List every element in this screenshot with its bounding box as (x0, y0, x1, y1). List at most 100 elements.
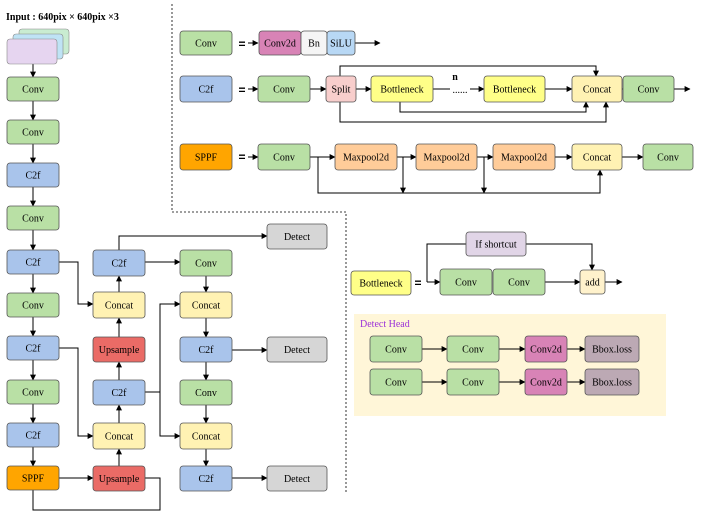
head-row1-conv-2: Conv (446, 335, 500, 363)
def-c2f: C2f (179, 75, 233, 103)
def-bottleneck-1: Bottleneck (370, 75, 434, 103)
detect-top-label: Detect (284, 232, 310, 243)
head-row2-conv2d-box (524, 368, 568, 396)
def-bottleneck-2: Bottleneck (483, 75, 546, 103)
head-conv-mid: Conv (179, 379, 233, 406)
def-bn-conv-1-box (439, 268, 493, 296)
head-row1-conv-1-label: Conv (385, 345, 407, 356)
backbone-c2f-7: C2f (6, 335, 60, 361)
neck-upsample-bottom-box (92, 465, 146, 492)
neck-concat-top-label: Concat (105, 301, 134, 312)
backbone-c2f-5-label: C2f (26, 258, 42, 269)
flow-c2f4-concat (59, 261, 94, 307)
def-c2f-conv-out-label: Conv (638, 85, 660, 96)
backbone-conv-6-label: Conv (22, 301, 44, 312)
def-c2f-concat: Concat (571, 75, 623, 103)
detect-bottom: Detect (266, 465, 328, 492)
head-concat-top: Concat (179, 291, 233, 319)
backbone-conv-4: Conv (6, 205, 60, 231)
head-concat-bottom-label: Concat (192, 432, 221, 443)
head-conv-mid-label: Conv (195, 388, 217, 399)
head-conv-mid-box (179, 379, 233, 406)
def-bottleneck-1-box (370, 75, 434, 103)
neck-concat-top-box (92, 291, 146, 319)
def-bn: Bn (300, 30, 328, 56)
backbone-conv-1-label: Conv (22, 85, 44, 96)
def-sppf-concat: Concat (571, 143, 623, 171)
def-bn-conv-1-label: Conv (455, 278, 477, 289)
neck-concat-bottom-box (92, 422, 146, 450)
backbone-conv-8-box (6, 379, 60, 405)
head-concat-top-box (179, 291, 233, 319)
head-row1-conv2d: Conv2d (524, 335, 568, 363)
neck-c2f-mid-box (92, 379, 146, 406)
detect-mid: Detect (266, 336, 328, 363)
flow-c2f-top-detect (118, 233, 268, 250)
def-bn-conv-2: Conv (492, 268, 546, 296)
head-row2-conv2d-label: Conv2d (530, 378, 562, 389)
def-sppf-conv-out-label: Conv (657, 153, 679, 164)
detect-head-panel (354, 314, 666, 416)
backbone-conv-8-label: Conv (22, 388, 44, 399)
def-maxpool-1-box (334, 143, 398, 171)
backbone-c2f-9: C2f (6, 422, 60, 448)
def-c2f-conv-out-box (622, 75, 675, 103)
backbone-sppf-10-box (6, 465, 60, 491)
def-c2f-equals: = (238, 83, 245, 97)
def-shortcut: If shortcut (465, 231, 527, 257)
head-concat-bottom: Concat (179, 422, 233, 450)
backbone-conv-1-box (6, 76, 60, 102)
head-row2-bbox-box (584, 368, 640, 396)
def-c2f-conv-label: Conv (273, 85, 295, 96)
def-sppf-conv-box (257, 143, 311, 171)
head-row2-conv-2-box (446, 368, 500, 396)
def-silu-box (326, 30, 356, 56)
def-maxpool-3-box (492, 143, 556, 171)
def-bn-conv-2-box (492, 268, 546, 296)
head-row1-conv2d-box (524, 335, 568, 363)
def-silu-label: SiLU (330, 39, 352, 50)
detect-head-title: Detect Head (360, 319, 410, 330)
head-c2f-mid-box (179, 336, 233, 363)
backbone-c2f-7-box (6, 335, 60, 361)
def-sppf: SPPF (179, 143, 233, 171)
def-split-label: Split (332, 85, 351, 96)
def-c2f-conv: Conv (257, 75, 311, 103)
def-maxpool-1: Maxpool2d (334, 143, 398, 171)
c2f-split-top (339, 65, 599, 77)
def-bn-conv-1: Conv (439, 268, 493, 296)
head-conv-top-label: Conv (195, 259, 217, 270)
def-silu: SiLU (326, 30, 356, 56)
head-row1-bbox-box (584, 335, 640, 363)
head-row1-bbox-label: Bbox.loss (592, 345, 632, 356)
def-c2f-concat-box (571, 75, 623, 103)
def-sppf-conv-out-box (642, 143, 694, 171)
def-sppf-concat-box (571, 143, 623, 171)
detect-bottom-box (266, 465, 328, 492)
backbone-conv-4-box (6, 205, 60, 231)
def-maxpool-2-label: Maxpool2d (423, 153, 469, 164)
backbone-c2f-5-box (6, 249, 60, 275)
def-bottleneck-2-box (483, 75, 546, 103)
neck-c2f-mid: C2f (92, 379, 146, 406)
head-row2-bbox: Bbox.loss (584, 368, 640, 396)
c2f-bn1-low (399, 101, 589, 113)
detect-top-box (266, 223, 328, 250)
def-sppf-conv-label: Conv (273, 153, 295, 164)
def-bn-conv-2-label: Conv (508, 278, 530, 289)
detect-mid-box (266, 336, 328, 363)
def-conv-equals: = (238, 37, 245, 51)
head-c2f-bottom-box (179, 465, 233, 492)
section-divider (171, 4, 347, 492)
def-c2f-n: n (452, 72, 458, 83)
def-maxpool-2-box (415, 143, 478, 171)
c2f-split-low1 (339, 101, 609, 123)
sppf-conv-bottom (317, 157, 603, 194)
def-shortcut-label: If shortcut (475, 240, 517, 251)
backbone-c2f-9-label: C2f (26, 431, 42, 442)
head-row1-conv-2-box (446, 335, 500, 363)
neck-c2f-top: C2f (92, 249, 146, 277)
head-row1-conv2d-label: Conv2d (530, 345, 562, 356)
def-maxpool-1-label: Maxpool2d (343, 153, 389, 164)
